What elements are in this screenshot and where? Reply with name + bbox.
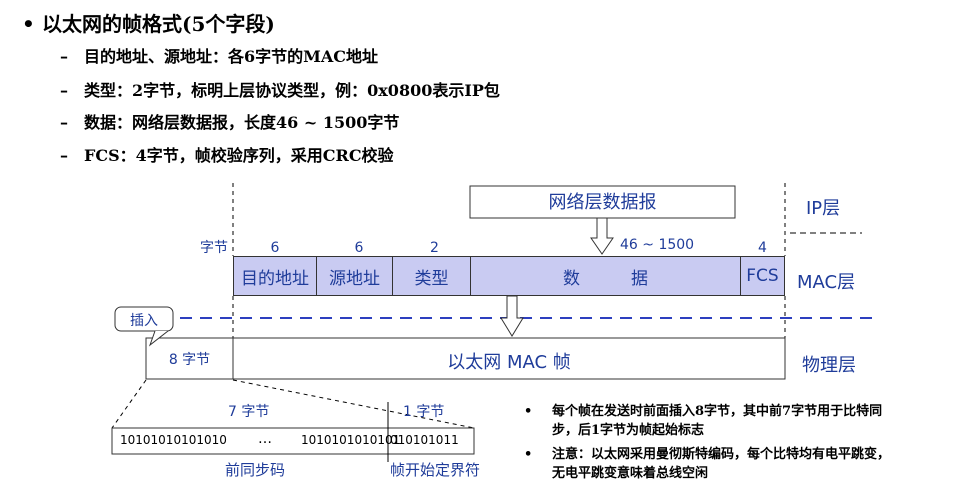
mac-layer-label: MAC层 bbox=[797, 272, 856, 293]
insert-callout bbox=[114, 306, 174, 332]
bullet-text: 目的地址、源地址：各6字节的MAC地址 bbox=[84, 47, 378, 66]
bit-sequence-box bbox=[111, 427, 475, 455]
bits-mid: 1010101010101 bbox=[301, 433, 401, 447]
bullet-dash: – bbox=[60, 81, 68, 100]
title-text: 以太网的帧格式(5个字段) bbox=[42, 12, 275, 36]
bullet-item: –数据：网络层数据报，长度46 ~ 1500字节 bbox=[60, 109, 399, 133]
ip-datagram-label: 网络层数据报 bbox=[548, 192, 657, 213]
title-bullet: • bbox=[22, 12, 35, 36]
field-size: 6 bbox=[354, 240, 364, 256]
mac-frame-box bbox=[232, 337, 786, 380]
field-fcs: FCS bbox=[740, 256, 785, 296]
ip-datagram-box bbox=[469, 185, 736, 219]
bits-ellipsis: … bbox=[258, 431, 272, 447]
bits-right: 010101011 bbox=[390, 433, 459, 447]
preamble-size-label: 8 字节 bbox=[168, 352, 211, 368]
bullet-dash: – bbox=[60, 113, 68, 132]
field-size: 6 bbox=[270, 240, 280, 256]
byte-unit-label: 字节 bbox=[200, 240, 228, 256]
slide-title: • 以太网的帧格式(5个字段) bbox=[22, 8, 275, 37]
down-arrow-icon bbox=[500, 295, 524, 337]
note-item: • 每个帧在发送时前面插入8字节，其中前7字节用于比特同步，后1字节为帧起始标志 bbox=[524, 402, 897, 440]
field-data: 数 据 bbox=[470, 256, 741, 296]
zoom-line bbox=[232, 379, 475, 429]
one-byte-label: 1 字节 bbox=[403, 404, 445, 420]
bullet-dash: – bbox=[60, 146, 68, 165]
field-size: 4 bbox=[758, 240, 767, 256]
field-size: 46 ~ 1500 bbox=[620, 237, 695, 253]
bullet-dash: – bbox=[60, 47, 68, 66]
field-dest-address: 目的地址 bbox=[233, 256, 317, 296]
mac-frame-label: 以太网 MAC 帧 bbox=[447, 352, 571, 373]
ip-layer-label: IP层 bbox=[806, 198, 841, 219]
down-arrow-icon bbox=[590, 217, 614, 255]
preamble-label: 前同步码 bbox=[225, 461, 286, 479]
bullet-item: –类型：2字节，标明上层协议类型，例：0x0800表示IP包 bbox=[60, 77, 500, 101]
bullet-item: –目的地址、源地址：各6字节的MAC地址 bbox=[60, 43, 378, 67]
sfd-label: 帧开始定界符 bbox=[390, 461, 481, 479]
field-type: 类型 bbox=[392, 256, 471, 296]
field-src-address: 源地址 bbox=[316, 256, 393, 296]
bullet-text: 数据：网络层数据报，长度46 ~ 1500字节 bbox=[84, 113, 400, 132]
bullet-text: 类型：2字节，标明上层协议类型，例：0x0800表示IP包 bbox=[84, 81, 500, 100]
insert-callout-tail bbox=[148, 330, 169, 347]
physical-layer-label: 物理层 bbox=[802, 355, 856, 376]
field-size: 2 bbox=[430, 240, 439, 256]
note-item: • 注意：以太网采用曼彻斯特编码，每个比特均有电平跳变，无电平跳变意味着总线空闲 bbox=[524, 445, 897, 483]
bullet-item: –FCS：4字节，帧校验序列，采用CRC校验 bbox=[60, 142, 394, 166]
note-bullet: • bbox=[524, 447, 533, 462]
note-text: 每个帧在发送时前面插入8字节，其中前7字节用于比特同步，后1字节为帧起始标志 bbox=[552, 404, 883, 438]
zoom-line bbox=[111, 379, 147, 429]
seven-bytes-label: 7 字节 bbox=[228, 404, 270, 420]
preamble-box bbox=[145, 337, 234, 380]
note-bullet: • bbox=[524, 404, 533, 419]
note-text: 注意：以太网采用曼彻斯特编码，每个比特均有电平跳变，无电平跳变意味着总线空闲 bbox=[552, 447, 891, 481]
bullet-text: FCS：4字节，帧校验序列，采用CRC校验 bbox=[84, 146, 394, 165]
insert-label: 插入 bbox=[130, 313, 158, 329]
bits-left: 10101010101010 bbox=[120, 433, 227, 447]
